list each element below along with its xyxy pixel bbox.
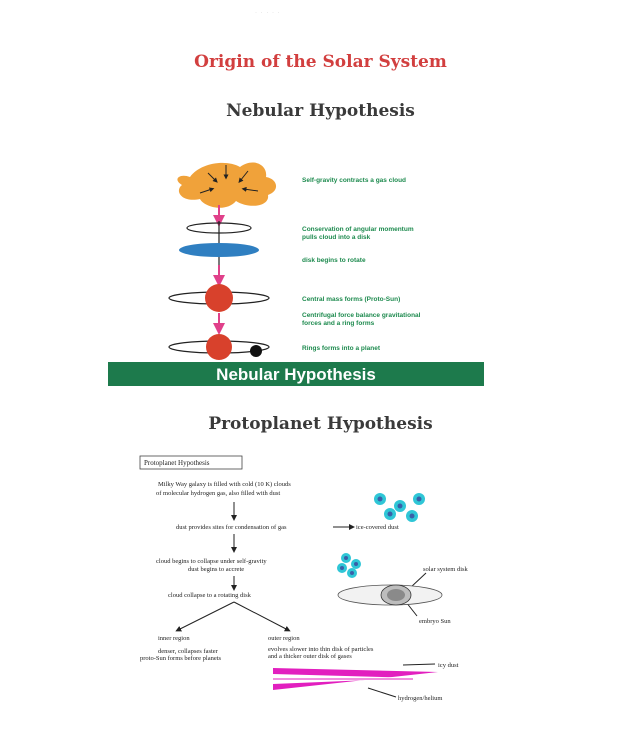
planet — [250, 345, 262, 357]
flow-arrows — [175, 502, 436, 698]
ice-dust-label: ice-covered dust — [356, 524, 399, 531]
hydrogen-label: hydrogen/helium — [398, 695, 442, 702]
solar-disk-label: solar system disk — [423, 566, 469, 573]
step-label: pulls cloud into a disk — [302, 234, 371, 241]
text-line: denser, collapses faster — [158, 648, 219, 655]
nebular-banner — [108, 362, 484, 386]
embryo-sun-core — [387, 589, 405, 601]
rotating-disk — [179, 243, 259, 257]
protoplanet-figure: Protoplanet Hypothesis Milky Way galaxy … — [139, 455, 469, 702]
text-line: dust provides sites for condensation of … — [176, 524, 287, 531]
step-label: Rings forms into a planet — [302, 345, 381, 352]
gas-cloud-shape — [177, 162, 277, 208]
nebular-heading: Nebular Hypothesis — [226, 101, 415, 121]
figure-title: Protoplanet Hypothesis — [144, 459, 210, 467]
text-line: dust begins to accrete — [188, 566, 244, 573]
text-line: cloud collapse to a rotating disk — [168, 592, 252, 599]
accreting-dust-particles — [337, 553, 361, 578]
icy-dust-label: icy dust — [438, 662, 459, 669]
faint-header-text: · · · · · — [255, 10, 281, 16]
step-label: disk begins to rotate — [302, 257, 366, 264]
text-line: proto-Sun forms before planets — [140, 655, 222, 662]
sun — [206, 334, 232, 360]
text-line: Milky Way galaxy is filled with cold (10… — [158, 481, 291, 488]
outer-region-label: outer region — [268, 635, 300, 642]
proto-sun — [205, 284, 233, 312]
text-line: cloud begins to collapse under self-grav… — [156, 558, 267, 565]
nebular-figure: Self-gravity contracts a gas cloud Conse… — [108, 162, 484, 386]
figure-title-box — [139, 455, 243, 470]
page-title: Origin of the Solar System — [194, 52, 447, 72]
text-line: and a thicker outer disk of gases — [268, 653, 352, 660]
protoplanet-heading: Protoplanet Hypothesis — [208, 414, 433, 434]
step-label: Centrifugal force balance gravitational — [302, 312, 421, 319]
step-label: forces and a ring forms — [302, 320, 375, 327]
embryo-label: embryo Sun — [419, 618, 451, 625]
text-line: of molecular hydrogen gas, also filled w… — [156, 490, 280, 497]
contraction-arrows — [199, 165, 259, 194]
ice-dust-particles — [374, 493, 425, 522]
nebular-banner-text: Nebular Hypothesis — [216, 365, 376, 384]
step-label: Conservation of angular momentum — [302, 226, 414, 233]
text-line: evolves slower into thin disk of particl… — [268, 646, 374, 653]
inner-region-label: inner region — [158, 635, 190, 642]
step-label: Self-gravity contracts a gas cloud — [302, 177, 406, 184]
step-label: Central mass forms (Proto-Sun) — [302, 296, 400, 303]
